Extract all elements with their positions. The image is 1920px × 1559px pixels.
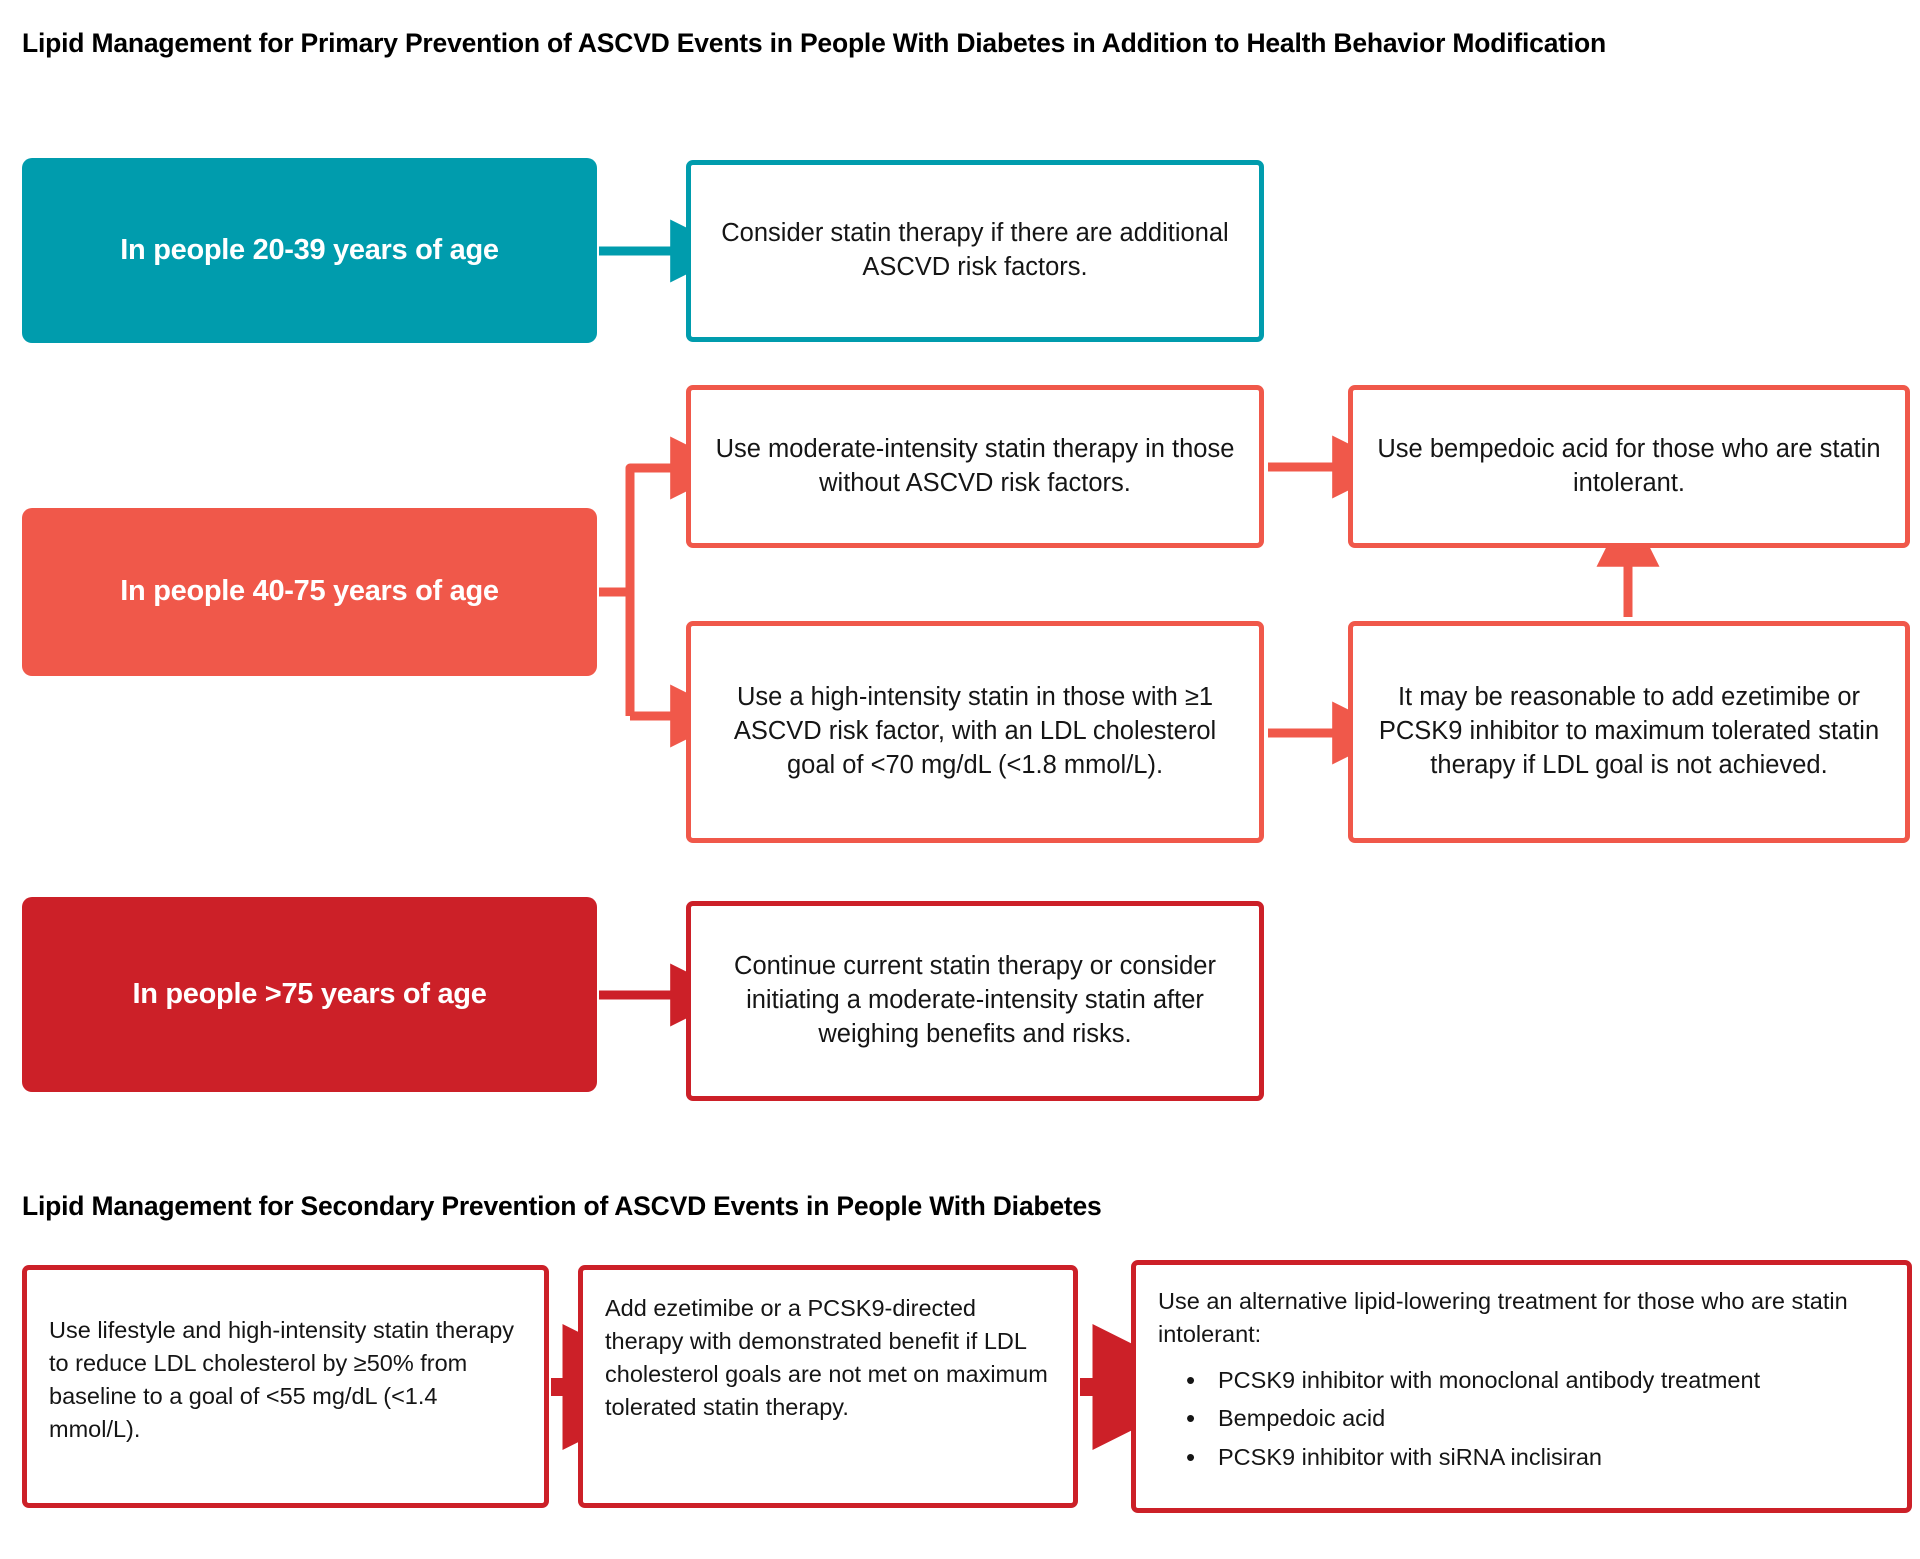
secondary-section-title: Lipid Management for Secondary Preventio…	[22, 1191, 1102, 1221]
box-continue-statin: Continue current statin therapy or consi…	[686, 901, 1264, 1101]
box-add-ezetimibe-pcsk9-secondary: Add ezetimibe or a PCSK9-directed therap…	[578, 1265, 1078, 1508]
age-group-40-75: In people 40-75 years of age	[22, 508, 597, 676]
age-group-over-75: In people >75 years of age	[22, 897, 597, 1092]
age-group-20-39: In people 20-39 years of age	[22, 158, 597, 343]
box-alternative-lipid-lowering-intro: Use an alternative lipid-lowering treatm…	[1158, 1288, 1848, 1347]
box-add-ezetimibe-pcsk9-secondary-text: Add ezetimibe or a PCSK9-directed therap…	[605, 1295, 1048, 1420]
connector-40-75-branch-trunk	[599, 463, 635, 716]
primary-section-title: Lipid Management for Primary Prevention …	[22, 28, 1606, 58]
list-item: Bempedoic acid	[1158, 1401, 1885, 1436]
box-consider-statin: Consider statin therapy if there are add…	[686, 160, 1264, 342]
box-lifestyle-high-intensity-statin-text: Use lifestyle and high-intensity statin …	[49, 1317, 515, 1442]
box-moderate-intensity-statin: Use moderate-intensity statin therapy in…	[686, 385, 1264, 548]
box-lifestyle-high-intensity-statin: Use lifestyle and high-intensity statin …	[22, 1265, 549, 1508]
box-alternative-lipid-lowering: Use an alternative lipid-lowering treatm…	[1131, 1260, 1912, 1513]
list-item: PCSK9 inhibitor with siRNA inclisiran	[1158, 1440, 1885, 1475]
alternative-treatment-list: PCSK9 inhibitor with monoclonal antibody…	[1158, 1363, 1885, 1475]
box-add-ezetimibe-pcsk9: It may be reasonable to add ezetimibe or…	[1348, 621, 1910, 843]
box-high-intensity-statin: Use a high-intensity statin in those wit…	[686, 621, 1264, 843]
list-item: PCSK9 inhibitor with monoclonal antibody…	[1158, 1363, 1885, 1398]
box-bempedoic-acid: Use bempedoic acid for those who are sta…	[1348, 385, 1910, 548]
